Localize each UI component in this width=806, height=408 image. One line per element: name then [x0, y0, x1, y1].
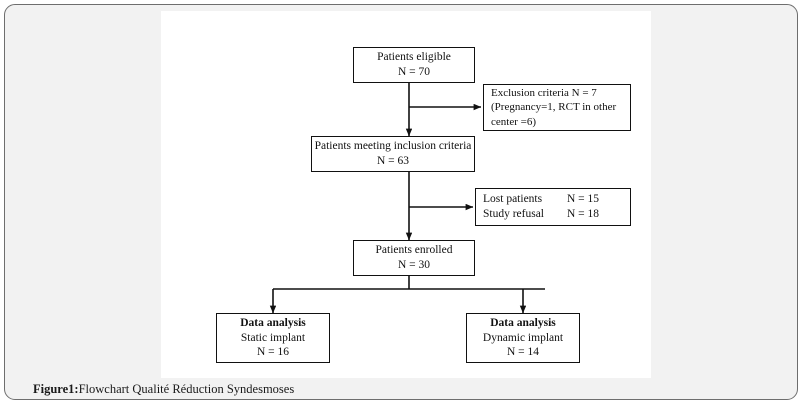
node-line: Data analysis	[240, 316, 306, 329]
node-line: N = 70	[397, 66, 431, 78]
node-line: N = 16	[256, 346, 290, 359]
node-line: Patients meeting inclusion criteria	[314, 140, 472, 153]
node-line-key: Study refusal	[483, 208, 545, 220]
figure-caption: Figure1: Flowchart Qualité Réduction Syn…	[5, 378, 797, 399]
figure-caption-text: Flowchart Qualité Réduction Syndesmoses	[78, 381, 295, 396]
node-line-value: N = 18	[567, 208, 600, 220]
node-patients-eligible: Patients eligible N = 70	[353, 47, 475, 83]
node-line: Lost patients N = 15	[483, 192, 599, 207]
node-line: Dynamic implant	[482, 331, 564, 344]
node-line-key: Lost patients	[483, 193, 543, 206]
node-line: N = 63	[376, 155, 410, 167]
node-line: N = 14	[506, 346, 540, 359]
node-line: Exclusion criteria N = 7	[491, 87, 597, 100]
figure-caption-label: Figure1:	[33, 381, 79, 396]
node-data-analysis-static-implant: Data analysis Static implant N = 16	[216, 313, 330, 363]
node-line: N = 30	[397, 259, 431, 271]
node-line: (Pregnancy=1, RCT in other	[491, 101, 617, 114]
node-line: Patients enrolled	[375, 244, 453, 257]
figure-card: Patients eligible N = 70 Exclusion crite…	[4, 4, 798, 400]
node-line: Static implant	[240, 331, 306, 344]
node-line: center =6)	[491, 115, 536, 128]
flowchart-diagram: Patients eligible N = 70 Exclusion crite…	[5, 5, 797, 378]
node-line-value: N = 15	[567, 193, 600, 206]
flowchart-connectors	[269, 83, 545, 314]
node-lost-and-refused: Lost patients N = 15 Study refusal N = 1…	[475, 188, 631, 226]
node-data-analysis-dynamic-implant: Data analysis Dynamic implant N = 14	[466, 313, 580, 363]
node-exclusion-criteria: Exclusion criteria N = 7 (Pregnancy=1, R…	[483, 84, 631, 131]
node-line: Patients eligible	[377, 51, 451, 64]
node-line: Data analysis	[490, 316, 556, 329]
node-patients-enrolled: Patients enrolled N = 30	[353, 240, 475, 276]
node-line: Study refusal N = 18	[483, 207, 599, 222]
node-patients-meeting-inclusion-criteria: Patients meeting inclusion criteria N = …	[311, 136, 475, 172]
